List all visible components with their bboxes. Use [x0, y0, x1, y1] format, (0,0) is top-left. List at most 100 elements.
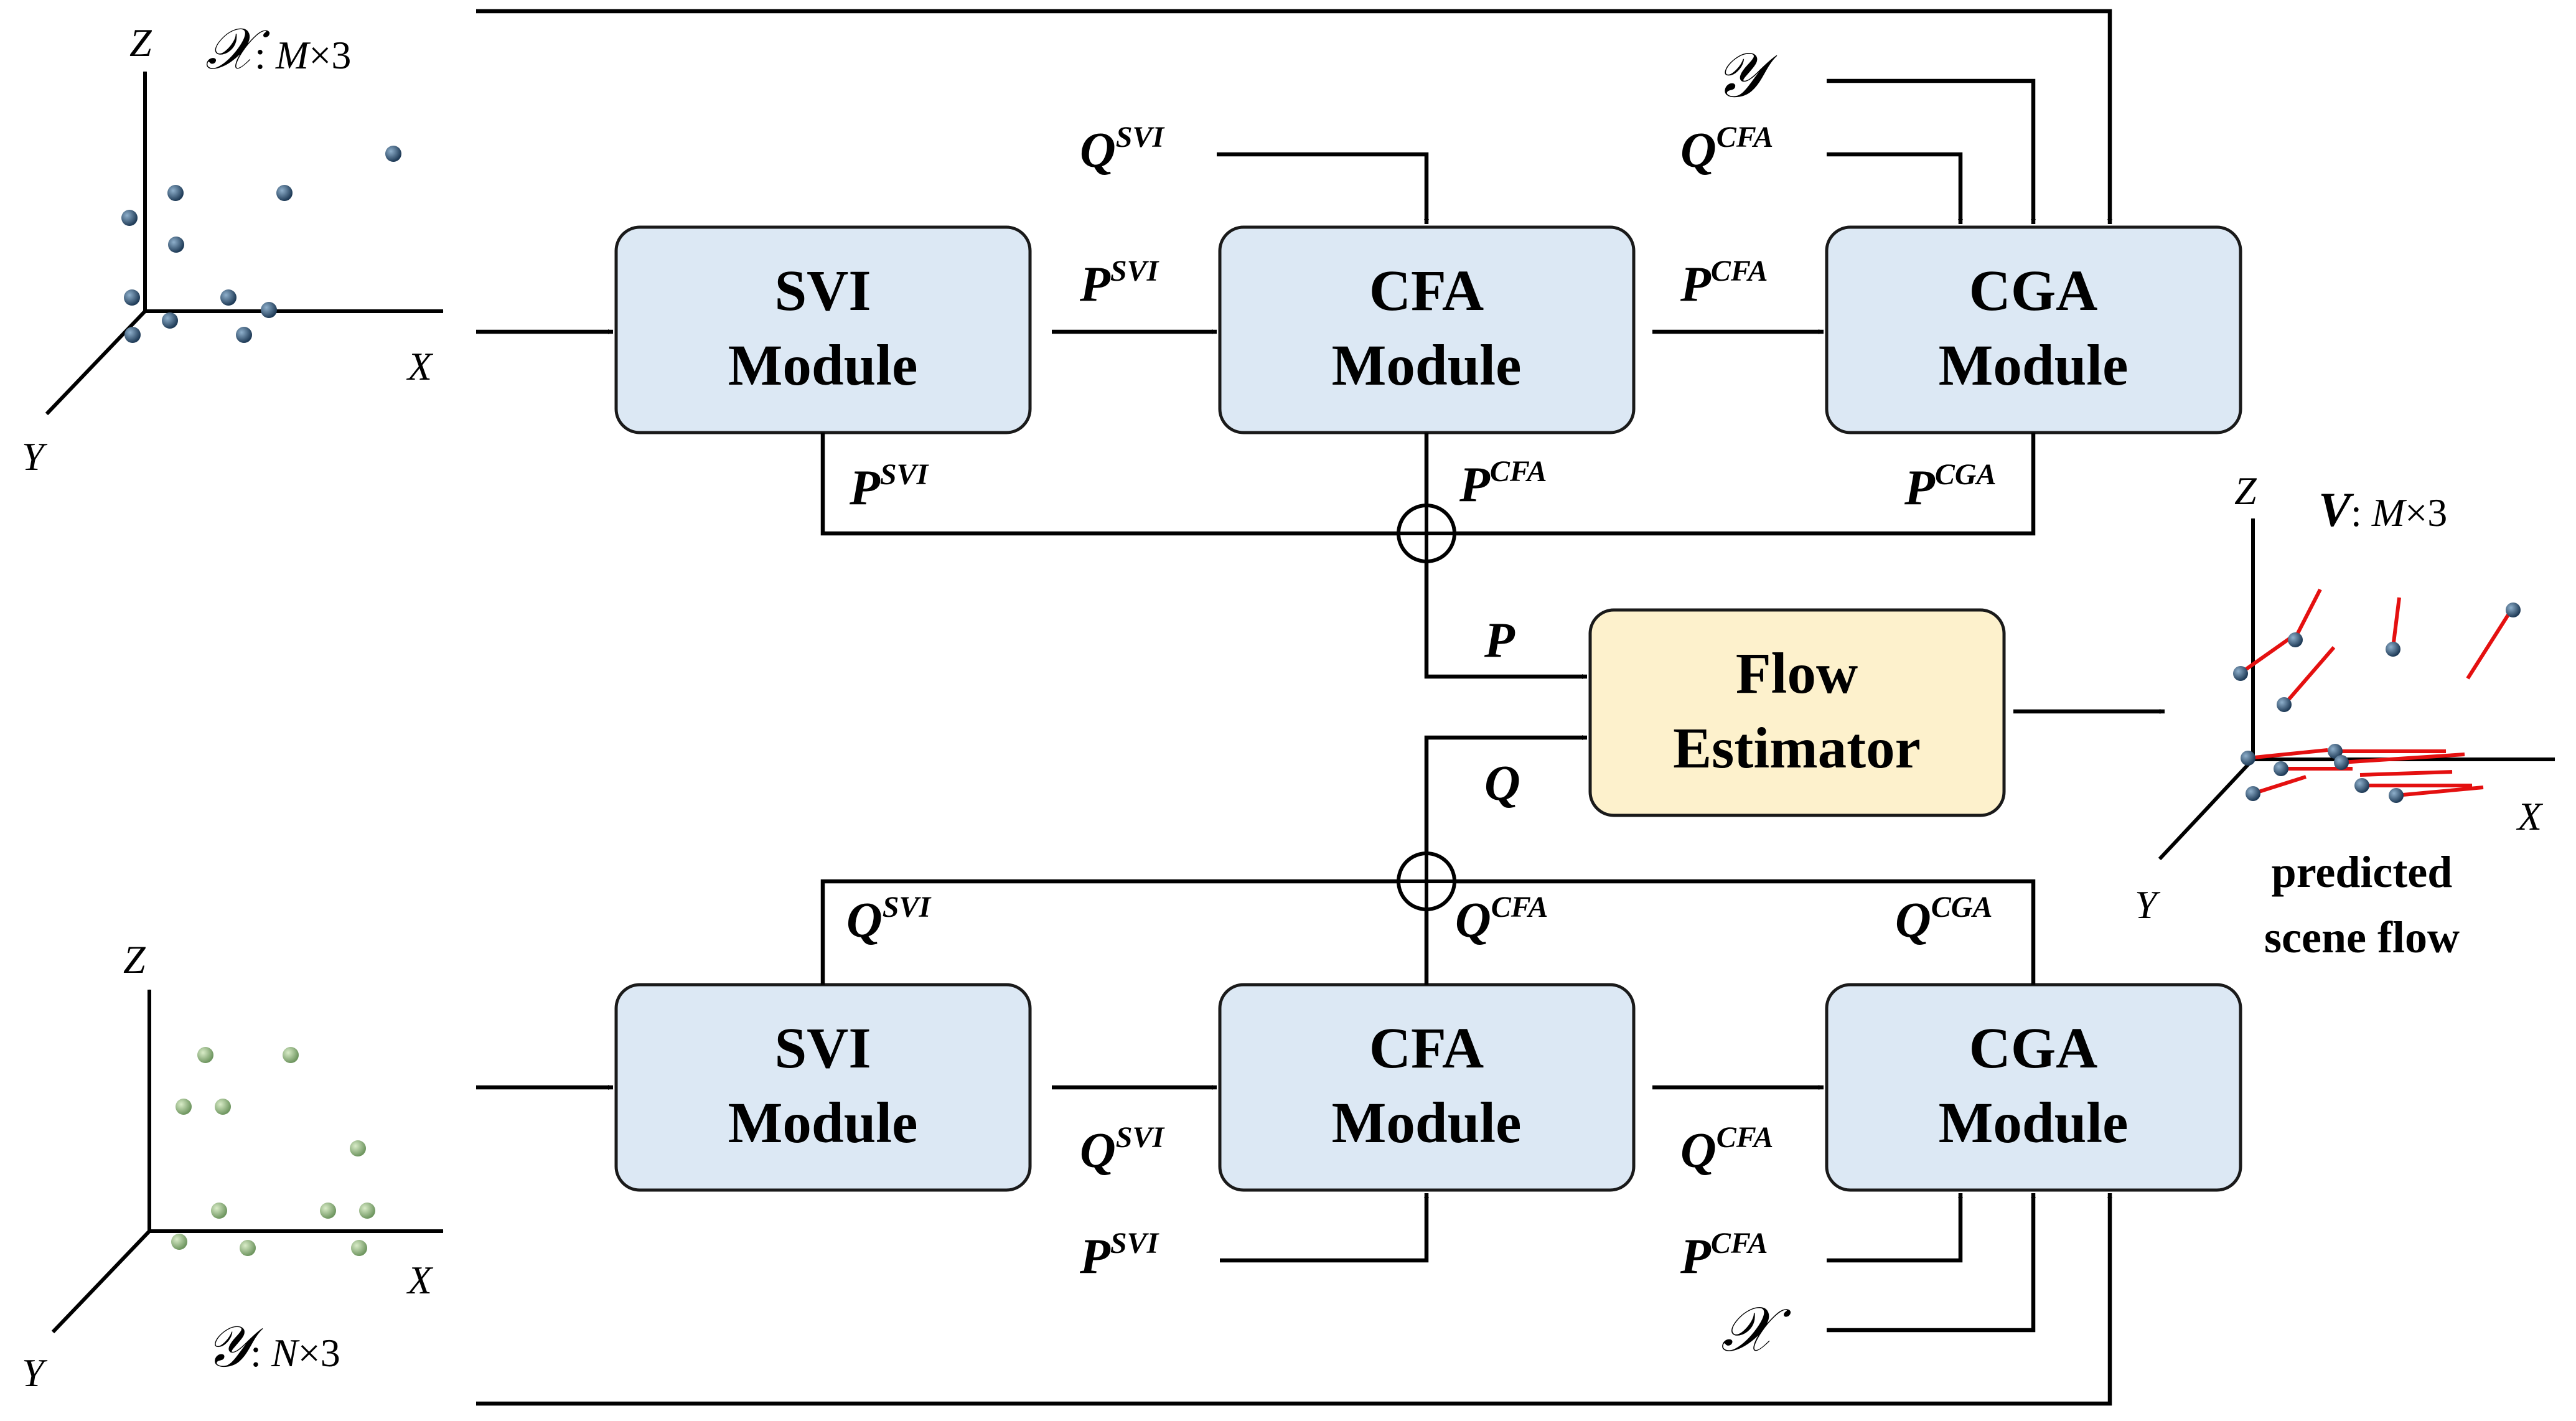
label-p-cfa-top: PCFA — [1680, 255, 1768, 312]
module-title: CGA — [1969, 259, 2098, 323]
point — [220, 289, 237, 306]
module-subtitle: Module — [1332, 1091, 1522, 1155]
point — [276, 185, 293, 201]
module-top-cga: CGA Module — [1825, 225, 2242, 434]
axis-label-y: Y — [22, 434, 48, 479]
module-title: SVI — [774, 259, 871, 323]
bottom-connectors — [476, 709, 2165, 1406]
point — [168, 237, 184, 253]
predicted-scene-flow: Z X Y V: M×3 — [2135, 469, 2555, 962]
arrow-x-to-cga — [476, 9, 2112, 224]
module-title: CFA — [1369, 259, 1484, 323]
point — [124, 289, 140, 306]
point — [2241, 751, 2255, 766]
sum-node-bottom — [1397, 851, 1456, 911]
sum-node-top — [1397, 504, 1456, 563]
label-q-cga-out: QCGA — [1895, 891, 1992, 948]
flow-vector — [2391, 597, 2401, 648]
point — [2274, 761, 2288, 776]
feature-labels: QSVI PSVI QCFA PCFA PSVI PCFA PCGA P Q Q… — [846, 39, 1997, 1366]
arrow-y-to-cga — [476, 1193, 2112, 1406]
point — [2277, 697, 2292, 712]
flow-vector — [2359, 770, 2453, 777]
label-q-cfa-out: QCFA — [1455, 891, 1548, 948]
point — [2288, 632, 2303, 647]
label-q-fused: Q — [1484, 756, 1520, 811]
label-p-cfa-bottom: PCFA — [1680, 1227, 1768, 1284]
top-connectors — [476, 9, 2112, 679]
module-subtitle: Module — [1939, 334, 2129, 398]
point — [2233, 666, 2248, 681]
point — [167, 185, 184, 201]
point — [240, 1240, 256, 1256]
module-bottom-svi: SVI Module — [614, 983, 1032, 1192]
point — [2328, 744, 2343, 759]
module-title: SVI — [774, 1016, 871, 1081]
axis-label-x: X — [2516, 794, 2544, 838]
flow-points — [2233, 603, 2521, 803]
flow-vector — [2396, 786, 2484, 797]
arrow-q-cfa-to-cga — [1827, 152, 1963, 224]
label-set-x-bottom: 𝒳 — [1721, 1293, 1791, 1366]
point — [385, 146, 401, 162]
module-title: CFA — [1369, 1016, 1484, 1081]
label-q-svi-bottom: QSVI — [1080, 1121, 1165, 1178]
module-subtitle: Module — [1939, 1091, 2129, 1155]
module-bottom-cfa: CFA Module — [1218, 983, 1636, 1192]
module-subtitle: Estimator — [1673, 716, 1921, 781]
flow-vectors — [2241, 588, 2513, 797]
axis-label-z: Z — [123, 937, 146, 982]
label-p-svi-bottom: PSVI — [1079, 1227, 1160, 1284]
flow-vector — [2341, 753, 2465, 764]
module-bottom-cga: CGA Module — [1825, 983, 2242, 1192]
arrow-p-cfa-to-cga — [1827, 1193, 1963, 1263]
caption-line-1: predicted — [2272, 847, 2453, 897]
point — [283, 1047, 299, 1063]
point — [215, 1099, 231, 1115]
flow-vector — [2283, 646, 2336, 705]
point — [121, 210, 138, 226]
arrow-x-to-cga — [1827, 1193, 2036, 1333]
flow-estimator: Flow Estimator — [1588, 608, 2006, 817]
y-axis — [51, 1229, 151, 1334]
point-cloud-y: Z X Y 𝒴: N×3 — [22, 937, 444, 1395]
module-subtitle: Module — [1332, 334, 1522, 398]
axis-label-z: Z — [129, 21, 152, 65]
set-label-x: 𝒳: M×3 — [205, 16, 351, 82]
point — [2506, 603, 2521, 617]
arrow-svi-to-sum — [820, 879, 1398, 985]
label-p-fused: P — [1484, 613, 1515, 668]
arrow-q-svi-to-cfa — [1217, 152, 1429, 224]
label-q-svi-top: QSVI — [1080, 121, 1165, 178]
axis-label-z: Z — [2234, 469, 2257, 513]
set-label-v: V: M×3 — [2318, 482, 2447, 537]
y-axis — [2158, 757, 2255, 861]
module-title: CGA — [1969, 1016, 2098, 1081]
label-p-cfa-out: PCFA — [1459, 455, 1547, 512]
axis-label-x: X — [406, 1258, 434, 1302]
point — [176, 1099, 192, 1115]
point — [261, 302, 277, 318]
arrow-cga-to-sum — [1454, 879, 2036, 985]
module-title: Flow — [1736, 642, 1858, 706]
point — [162, 312, 178, 329]
flow-vector — [2293, 588, 2322, 639]
axis-label-y: Y — [2135, 883, 2161, 927]
point — [350, 1140, 366, 1156]
label-q-cfa-bottom: QCFA — [1680, 1121, 1773, 1178]
y-axis — [45, 309, 147, 416]
module-top-cfa: CFA Module — [1218, 225, 1636, 434]
point — [211, 1203, 227, 1219]
axis-label-y: Y — [22, 1351, 48, 1395]
axis-label-x: X — [406, 344, 434, 388]
point — [2386, 642, 2400, 657]
flow-vector — [2252, 775, 2307, 795]
flow-vector — [2466, 609, 2513, 680]
flow-vector — [2247, 748, 2328, 760]
label-q-cfa-top: QCFA — [1680, 121, 1773, 178]
point — [2389, 788, 2404, 803]
arrow-p-to-flow — [1424, 561, 1587, 679]
point-cloud-x: Z X Y 𝒳: M×3 — [22, 16, 444, 479]
arrow-cga-to-sum — [1454, 433, 2036, 536]
caption-line-2: scene flow — [2264, 912, 2460, 962]
